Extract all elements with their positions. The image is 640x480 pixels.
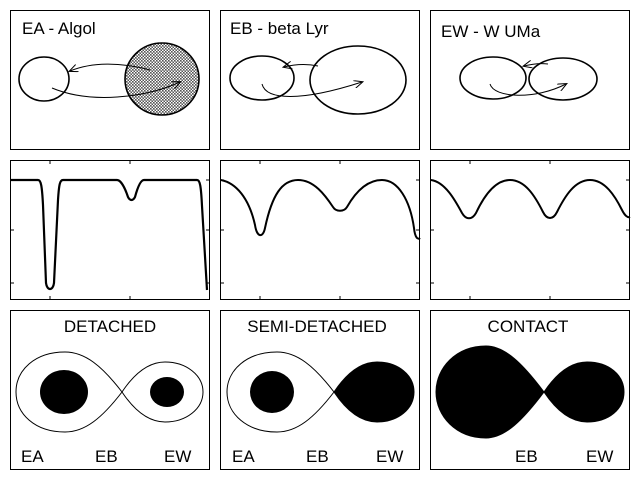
panel-title: EB - beta Lyr <box>230 19 329 38</box>
orbit-arc-top <box>284 65 319 67</box>
star-secondary <box>528 57 598 101</box>
panel-title: SEMI-DETACHED <box>247 317 386 336</box>
star-secondary <box>124 42 200 116</box>
label-eb: EB <box>306 447 329 466</box>
panel-title: EW - W UMa <box>441 22 541 41</box>
panel-detached: DETACHED EA EB EW <box>10 310 210 470</box>
orbit-arc-top <box>70 63 151 71</box>
tick-marks <box>430 160 630 300</box>
star-primary <box>229 55 295 101</box>
panel-frame <box>220 10 420 150</box>
contact-envelope-filled <box>435 345 625 439</box>
panel-lightcurve-ew <box>430 160 631 300</box>
light-curve <box>11 178 209 291</box>
label-eb: EB <box>95 447 118 466</box>
star-primary <box>40 370 88 414</box>
label-ea: EA <box>232 447 255 466</box>
panel-title: DETACHED <box>64 317 156 336</box>
panel-ea-algol: EA - Algol <box>10 10 210 150</box>
panel-contact: CONTACT EB EW <box>430 310 630 470</box>
orbit-arc-bottom <box>489 84 566 96</box>
orbit-arc-bottom <box>261 82 362 97</box>
panel-frame <box>220 310 420 470</box>
orbit-arc-bottom <box>51 82 180 98</box>
star-secondary-lobe-filled <box>333 361 415 423</box>
star-primary <box>250 371 294 413</box>
roche-lobe-outline <box>226 351 335 433</box>
panel-lightcurve-eb <box>220 160 421 300</box>
star-secondary <box>150 377 184 407</box>
label-ea: EA <box>21 447 44 466</box>
star-secondary <box>309 45 407 115</box>
tick-marks <box>220 160 420 300</box>
panel-lightcurve-ea <box>10 160 210 300</box>
label-ew: EW <box>376 447 403 466</box>
light-curve <box>430 178 631 220</box>
panel-frame <box>430 160 630 300</box>
panel-frame <box>10 10 210 150</box>
panel-semi-detached: SEMI-DETACHED EA EB EW <box>220 310 420 470</box>
label-ew: EW <box>586 447 613 466</box>
star-primary <box>459 56 527 100</box>
panel-frame <box>430 310 630 470</box>
panel-title: CONTACT <box>488 317 569 336</box>
panel-title: EA - Algol <box>22 19 96 38</box>
label-ew: EW <box>164 447 191 466</box>
star-primary <box>18 56 70 102</box>
orbit-arc-top <box>524 64 549 66</box>
panel-eb-beta-lyr: EB - beta Lyr <box>220 10 420 150</box>
panel-frame <box>10 310 210 470</box>
panel-ew-w-uma: EW - W UMa <box>430 10 630 150</box>
roche-lobe-outline <box>15 351 204 433</box>
panel-frame <box>430 10 630 150</box>
light-curve <box>220 178 421 240</box>
label-eb: EB <box>515 447 538 466</box>
